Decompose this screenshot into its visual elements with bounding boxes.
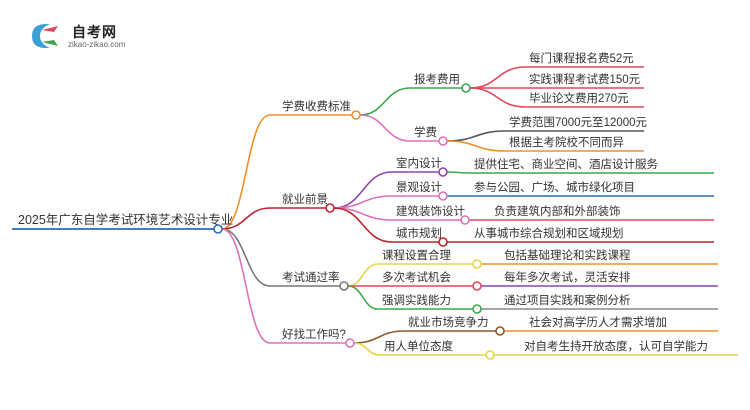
connector-line — [333, 207, 393, 243]
branch-node-dot[interactable] — [339, 281, 349, 291]
leaf-item: 学费范围7000元至12000元 — [509, 115, 648, 129]
subtopic: 报考费用 — [414, 72, 460, 86]
branch-node-dot[interactable] — [345, 338, 355, 348]
leaf-item: 每年多次考试，灵活安排 — [504, 270, 631, 284]
connector-line — [446, 171, 471, 174]
subtopic-node-dot[interactable] — [472, 304, 482, 314]
connector-line — [221, 207, 271, 230]
leaf-item: 负责建筑内部和外部装饰 — [494, 204, 621, 218]
subtopic-node-dot[interactable] — [461, 83, 471, 93]
connector-line — [221, 228, 271, 344]
logo-icon — [32, 24, 58, 48]
leaf-item: 实践课程考试费150元 — [529, 72, 641, 86]
subtopic: 课程设置合理 — [382, 248, 451, 262]
mindmap-connectors — [12, 66, 738, 356]
subtopic-node-dot[interactable] — [472, 259, 482, 269]
subtopic: 室内设计 — [396, 156, 442, 170]
leaf-item: 从事城市综合规划和区域规划 — [474, 226, 624, 240]
logo-subtitle: zikao-zikao.com — [68, 40, 126, 49]
connector-line — [353, 330, 405, 344]
leaf-item: 包括基础理论和实践课程 — [504, 248, 631, 262]
subtopic-node-dot[interactable] — [438, 191, 448, 201]
subtopic-node-dot[interactable] — [438, 167, 448, 177]
subtopic: 建筑装饰设计 — [396, 204, 465, 218]
connector-line — [469, 87, 526, 108]
branch-3: 考试通过率 — [282, 270, 340, 284]
branch-1: 学费收费标准 — [282, 99, 351, 113]
subtopic: 城市规划 — [396, 226, 442, 240]
connector-line — [347, 263, 379, 287]
root-node-dot[interactable] — [213, 224, 223, 234]
connector-line — [359, 114, 411, 142]
connector-line — [353, 342, 381, 356]
subtopic: 景观设计 — [396, 181, 442, 194]
leaf-item: 根据主考院校不同而异 — [509, 135, 624, 149]
branch-2: 就业前景 — [282, 192, 328, 206]
branch-node-dot[interactable] — [325, 203, 335, 213]
connector-line — [347, 285, 379, 310]
subtopic-node-dot[interactable] — [485, 350, 495, 360]
logo-title: 自考网 — [72, 24, 117, 40]
site-logo[interactable]: 自考网 zikao-zikao.com — [28, 20, 148, 54]
connector-line — [446, 130, 506, 142]
subtopic-node-dot[interactable] — [460, 215, 470, 225]
subtopic: 多次考试机会 — [382, 270, 451, 284]
subtopic-node-dot[interactable] — [472, 281, 482, 291]
connector-line — [221, 228, 271, 287]
leaf-item: 每门课程报名费52元 — [529, 51, 634, 65]
connector-line — [359, 87, 411, 116]
connector-line — [446, 140, 506, 152]
subtopic-node-dot[interactable] — [438, 237, 448, 247]
branch-node-dot[interactable] — [351, 110, 361, 120]
connector-line — [221, 114, 271, 230]
subtopic: 强调实践能力 — [382, 293, 451, 307]
leaf-item: 参与公园、广场、城市绿化项目 — [474, 180, 635, 194]
subtopic: 用人单位态度 — [384, 339, 453, 353]
leaf-item: 通过项目实践和案例分析 — [504, 293, 631, 307]
leaf-item: 社会对高学历人才需求增加 — [529, 315, 667, 329]
leaf-item: 提供住宅、商业空间、酒店设计服务 — [474, 157, 658, 171]
subtopic: 学费 — [414, 125, 437, 139]
mindmap-nodes: 2025年广东自学考试环境艺术设计专业 学费收费标准 报考费用 每门课程报名费52元实… — [18, 51, 708, 360]
subtopic-node-dot[interactable] — [495, 326, 505, 336]
leaf-item: 对自考生持开放态度，认可自学能力 — [524, 339, 708, 353]
connector-line — [469, 66, 526, 89]
leaf-item: 毕业论文费用270元 — [529, 91, 629, 105]
subtopic: 就业市场竞争力 — [408, 315, 489, 329]
subtopic-node-dot[interactable] — [438, 136, 448, 146]
root-topic: 2025年广东自学考试环境艺术设计专业 — [18, 212, 233, 227]
branch-4: 好找工作吗? — [282, 327, 346, 341]
